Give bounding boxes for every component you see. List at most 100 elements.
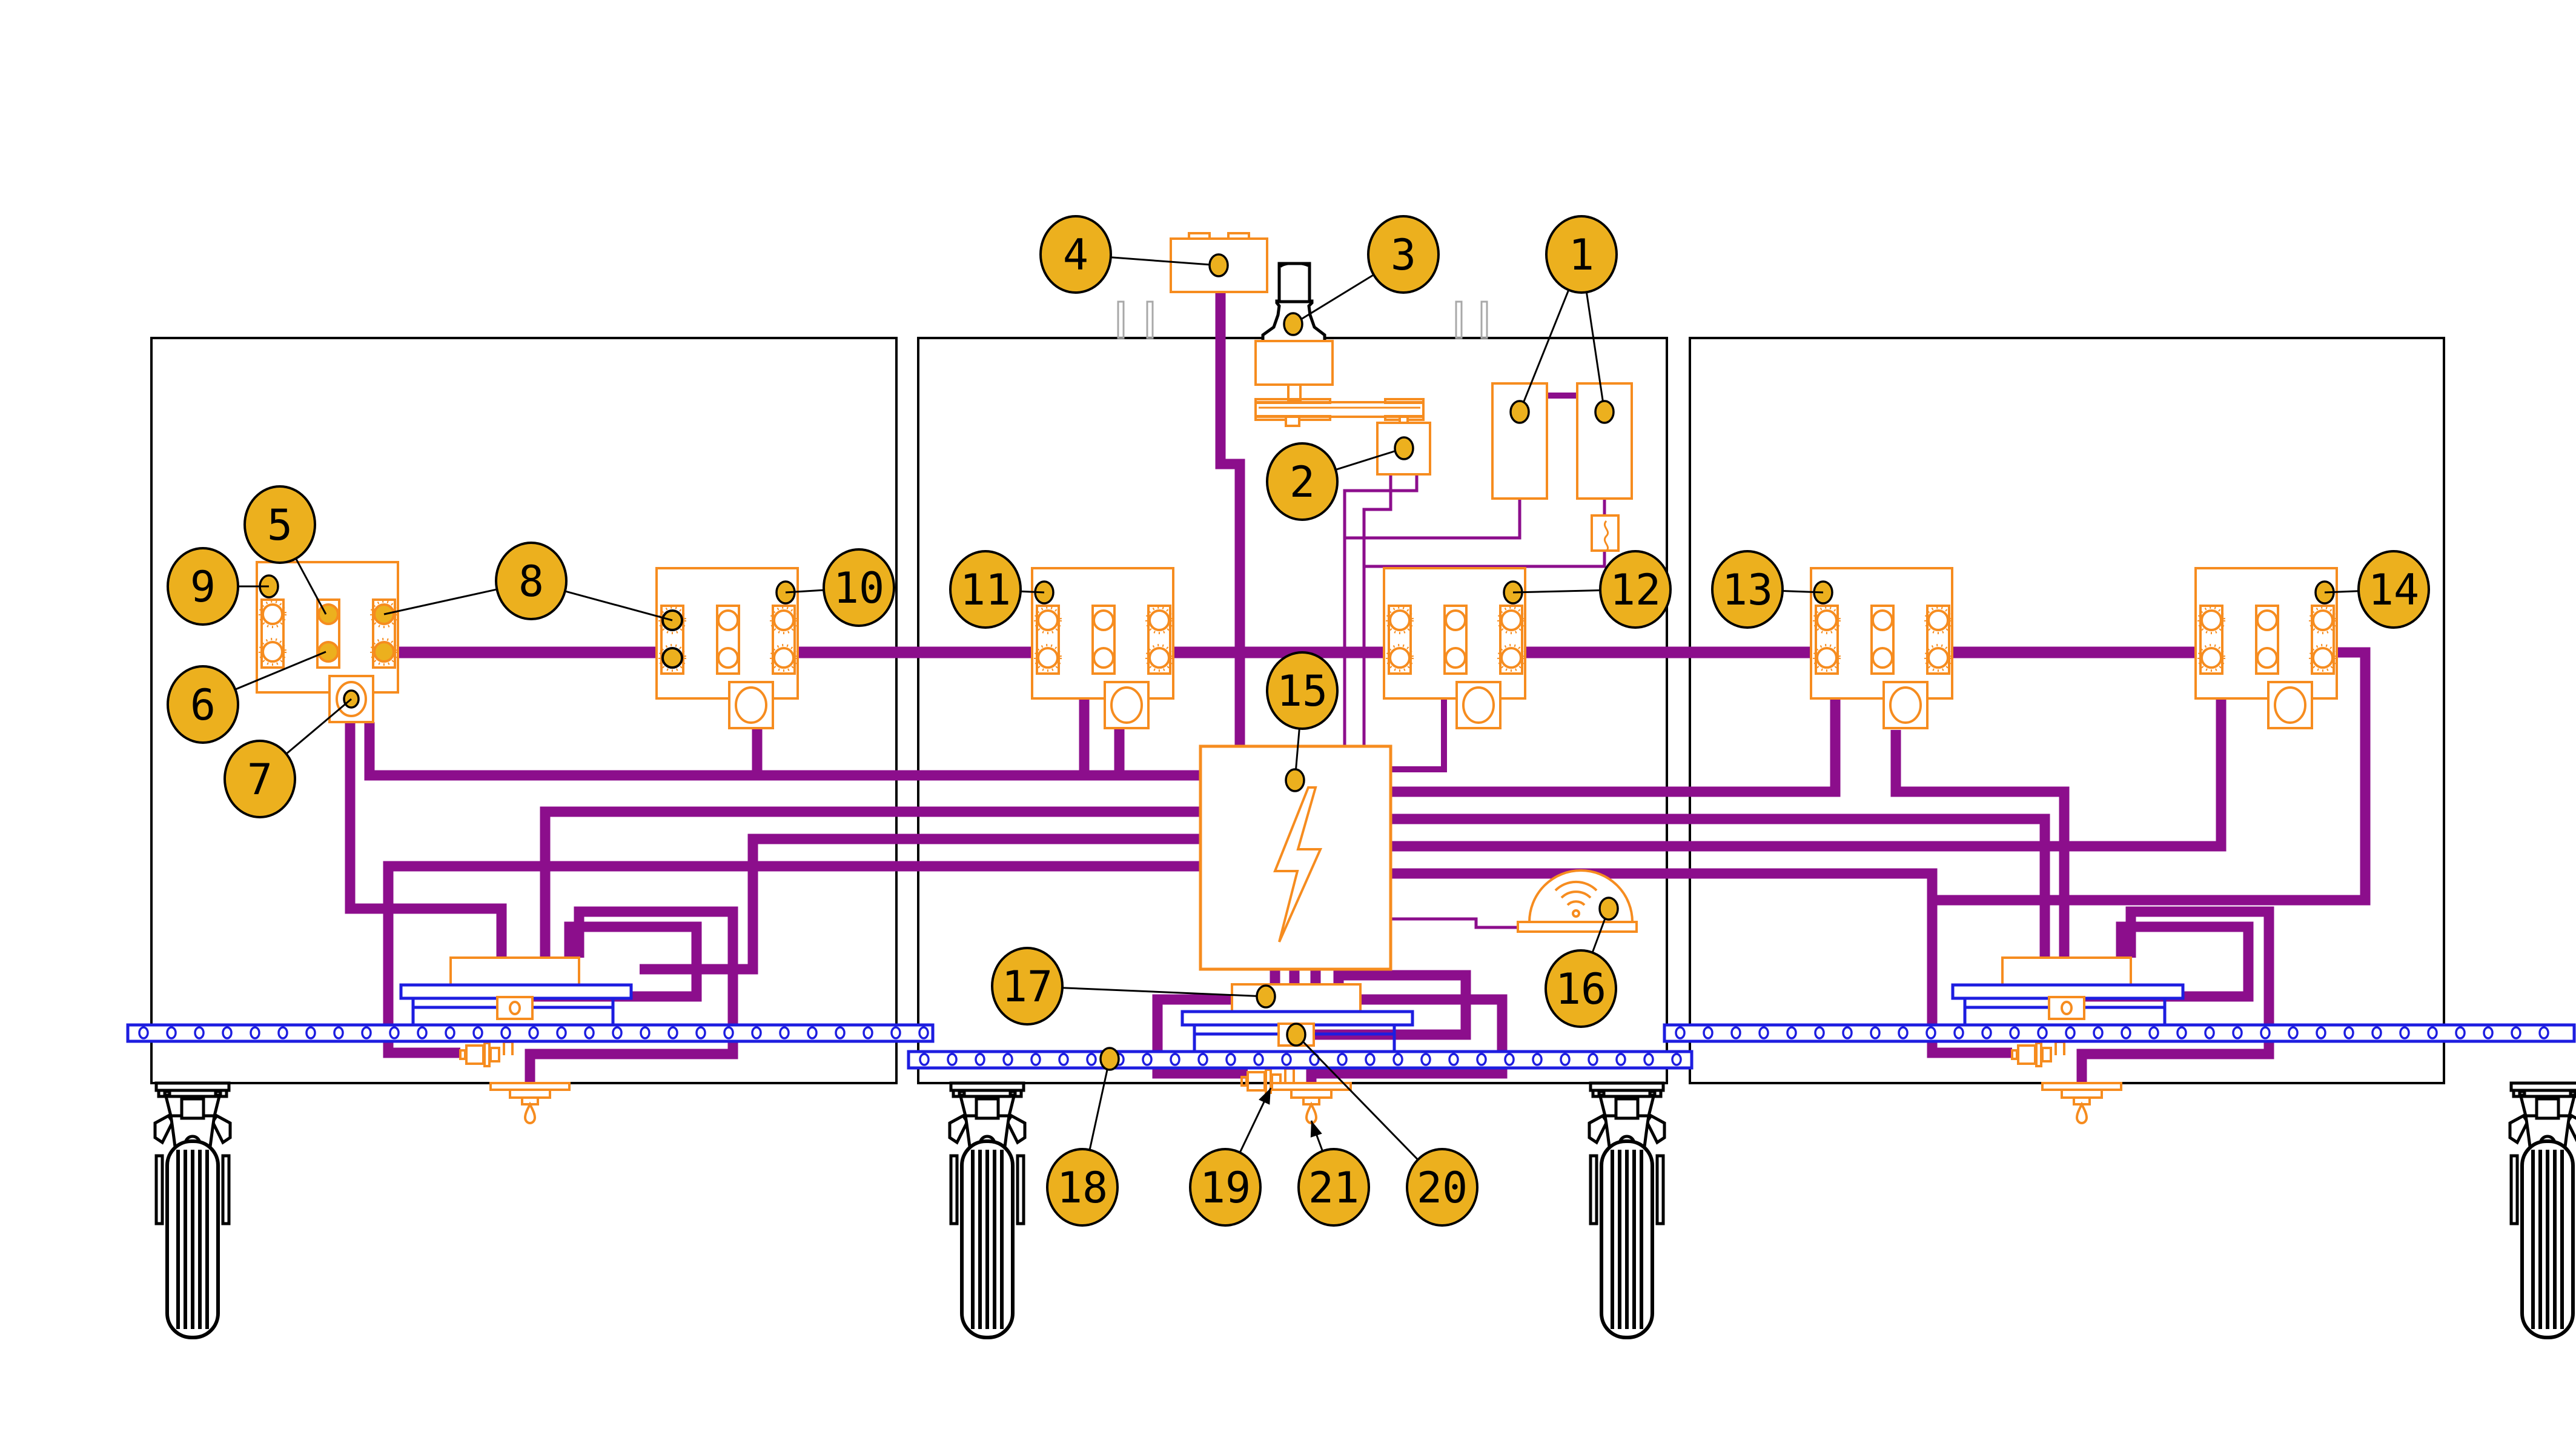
callout-number: 10 bbox=[833, 563, 884, 613]
callout-number: 21 bbox=[1308, 1163, 1359, 1213]
callout-leader bbox=[295, 558, 327, 615]
callout-21[interactable]: 21 bbox=[1297, 1120, 1370, 1227]
callout-11[interactable]: 11 bbox=[949, 550, 1045, 629]
spray-nozzle bbox=[1271, 1082, 1352, 1124]
droplet-icon bbox=[523, 1101, 537, 1124]
spray-module-right bbox=[1951, 956, 2185, 1124]
droplet-icon bbox=[2075, 1101, 2088, 1124]
module-controller-box bbox=[449, 956, 580, 986]
callout-bubble[interactable] bbox=[1711, 550, 1784, 629]
connection-dot bbox=[1286, 1023, 1306, 1047]
rail-middle bbox=[907, 1050, 1694, 1070]
spray-nozzle bbox=[489, 1082, 571, 1124]
callout-leader bbox=[285, 698, 352, 755]
callout-number: 9 bbox=[190, 562, 216, 612]
rail-left bbox=[126, 1023, 935, 1043]
panel-top-posts bbox=[1117, 300, 1488, 339]
connection-dot bbox=[1594, 400, 1615, 424]
callout-leader bbox=[1782, 590, 1824, 594]
callout-number: 18 bbox=[1057, 1163, 1108, 1213]
callout-leader bbox=[785, 589, 824, 594]
callout-number: 6 bbox=[190, 680, 216, 730]
module-controller-box bbox=[2001, 956, 2132, 986]
wheel-assembly-4 bbox=[2508, 1081, 2576, 1339]
connection-dot bbox=[1283, 312, 1303, 336]
callout-bubble[interactable] bbox=[1266, 651, 1339, 730]
callout-20[interactable]: 20 bbox=[1286, 1023, 1478, 1227]
terminal-block-left-2 bbox=[655, 567, 799, 729]
callout-bubble[interactable] bbox=[1046, 1148, 1119, 1227]
callout-bubble[interactable] bbox=[243, 485, 316, 564]
callout-bubble[interactable] bbox=[1545, 949, 1617, 1028]
callout-6[interactable]: 6 bbox=[167, 651, 326, 744]
callout-15[interactable]: 15 bbox=[1266, 651, 1339, 792]
connection-dot bbox=[1099, 1047, 1120, 1071]
callout-bubble[interactable] bbox=[1266, 442, 1339, 521]
arrowhead-icon bbox=[1310, 1121, 1322, 1138]
wheel-assembly-3 bbox=[1588, 1081, 1666, 1339]
callout-13[interactable]: 13 bbox=[1711, 550, 1824, 629]
module-valve-box bbox=[496, 996, 534, 1020]
terminal-block-right-1 bbox=[1810, 567, 1953, 729]
module-controller-box bbox=[1231, 983, 1362, 1013]
callout-number: 4 bbox=[1063, 230, 1088, 280]
callout-bubble[interactable] bbox=[223, 740, 296, 818]
callout-number: 5 bbox=[267, 500, 293, 550]
callout-3[interactable]: 3 bbox=[1283, 215, 1440, 336]
terminal-block-right-2 bbox=[2194, 567, 2338, 729]
wheel-assembly-2 bbox=[948, 1081, 1027, 1339]
callout-bubble[interactable] bbox=[1039, 215, 1112, 294]
post-icon bbox=[1146, 300, 1154, 339]
right-panel bbox=[1689, 337, 2445, 1084]
callout-bubble[interactable] bbox=[949, 550, 1022, 629]
callout-leader bbox=[1062, 987, 1266, 998]
purple-harness bbox=[345, 292, 2371, 1083]
callout-bubble[interactable] bbox=[167, 665, 239, 744]
callout-10[interactable]: 10 bbox=[785, 548, 895, 627]
callout-bubble[interactable] bbox=[1367, 215, 1440, 294]
callout-leader bbox=[383, 588, 497, 615]
callout-bubble[interactable] bbox=[495, 542, 568, 620]
callout-1[interactable]: 1 bbox=[1509, 215, 1618, 424]
lightning-icon bbox=[1273, 786, 1323, 943]
wifi-icon bbox=[1554, 880, 1598, 918]
callout-14[interactable]: 14 bbox=[2324, 550, 2430, 629]
callout-16[interactable]: 16 bbox=[1545, 897, 1619, 1028]
callout-number: 14 bbox=[2368, 565, 2419, 615]
callout-bubble[interactable] bbox=[1599, 550, 1672, 629]
callout-bubble[interactable] bbox=[2357, 550, 2430, 629]
callout-9[interactable]: 9 bbox=[167, 547, 269, 626]
spray-nozzle bbox=[2041, 1082, 2122, 1124]
callout-7[interactable]: 7 bbox=[223, 698, 352, 818]
callout-leader bbox=[1088, 1058, 1111, 1150]
hose-connector bbox=[1240, 1067, 1295, 1094]
rail-right bbox=[1663, 1023, 2576, 1043]
callout-leader bbox=[234, 651, 326, 691]
callout-leader bbox=[1110, 256, 1219, 267]
callout-18[interactable]: 18 bbox=[1046, 1047, 1120, 1227]
callout-17[interactable]: 17 bbox=[991, 947, 1276, 1026]
callout-19[interactable]: 19 bbox=[1189, 1087, 1272, 1227]
connection-dot bbox=[1208, 253, 1229, 277]
callout-bubble[interactable] bbox=[1189, 1148, 1262, 1227]
callout-bubble[interactable] bbox=[1545, 215, 1618, 294]
callout-4[interactable]: 4 bbox=[1039, 215, 1229, 294]
callout-5[interactable]: 5 bbox=[243, 485, 327, 615]
callout-number: 1 bbox=[1569, 230, 1594, 280]
callout-bubble[interactable] bbox=[991, 947, 1064, 1026]
callout-leader bbox=[2324, 590, 2359, 594]
callout-8[interactable]: 8 bbox=[383, 542, 673, 622]
callout-bubble[interactable] bbox=[1297, 1148, 1370, 1227]
connection-dot bbox=[1598, 897, 1619, 921]
callout-bubble[interactable] bbox=[1406, 1148, 1478, 1227]
callout-12[interactable]: 12 bbox=[1512, 550, 1672, 629]
callout-2[interactable]: 2 bbox=[1266, 436, 1414, 521]
callout-leader bbox=[1293, 274, 1374, 325]
callout-bubble[interactable] bbox=[167, 547, 239, 626]
terminal-block-mid-1 bbox=[1031, 567, 1174, 729]
callout-bubble[interactable] bbox=[823, 548, 895, 627]
connection-dot bbox=[1256, 984, 1276, 1009]
callout-number: 11 bbox=[960, 565, 1011, 615]
